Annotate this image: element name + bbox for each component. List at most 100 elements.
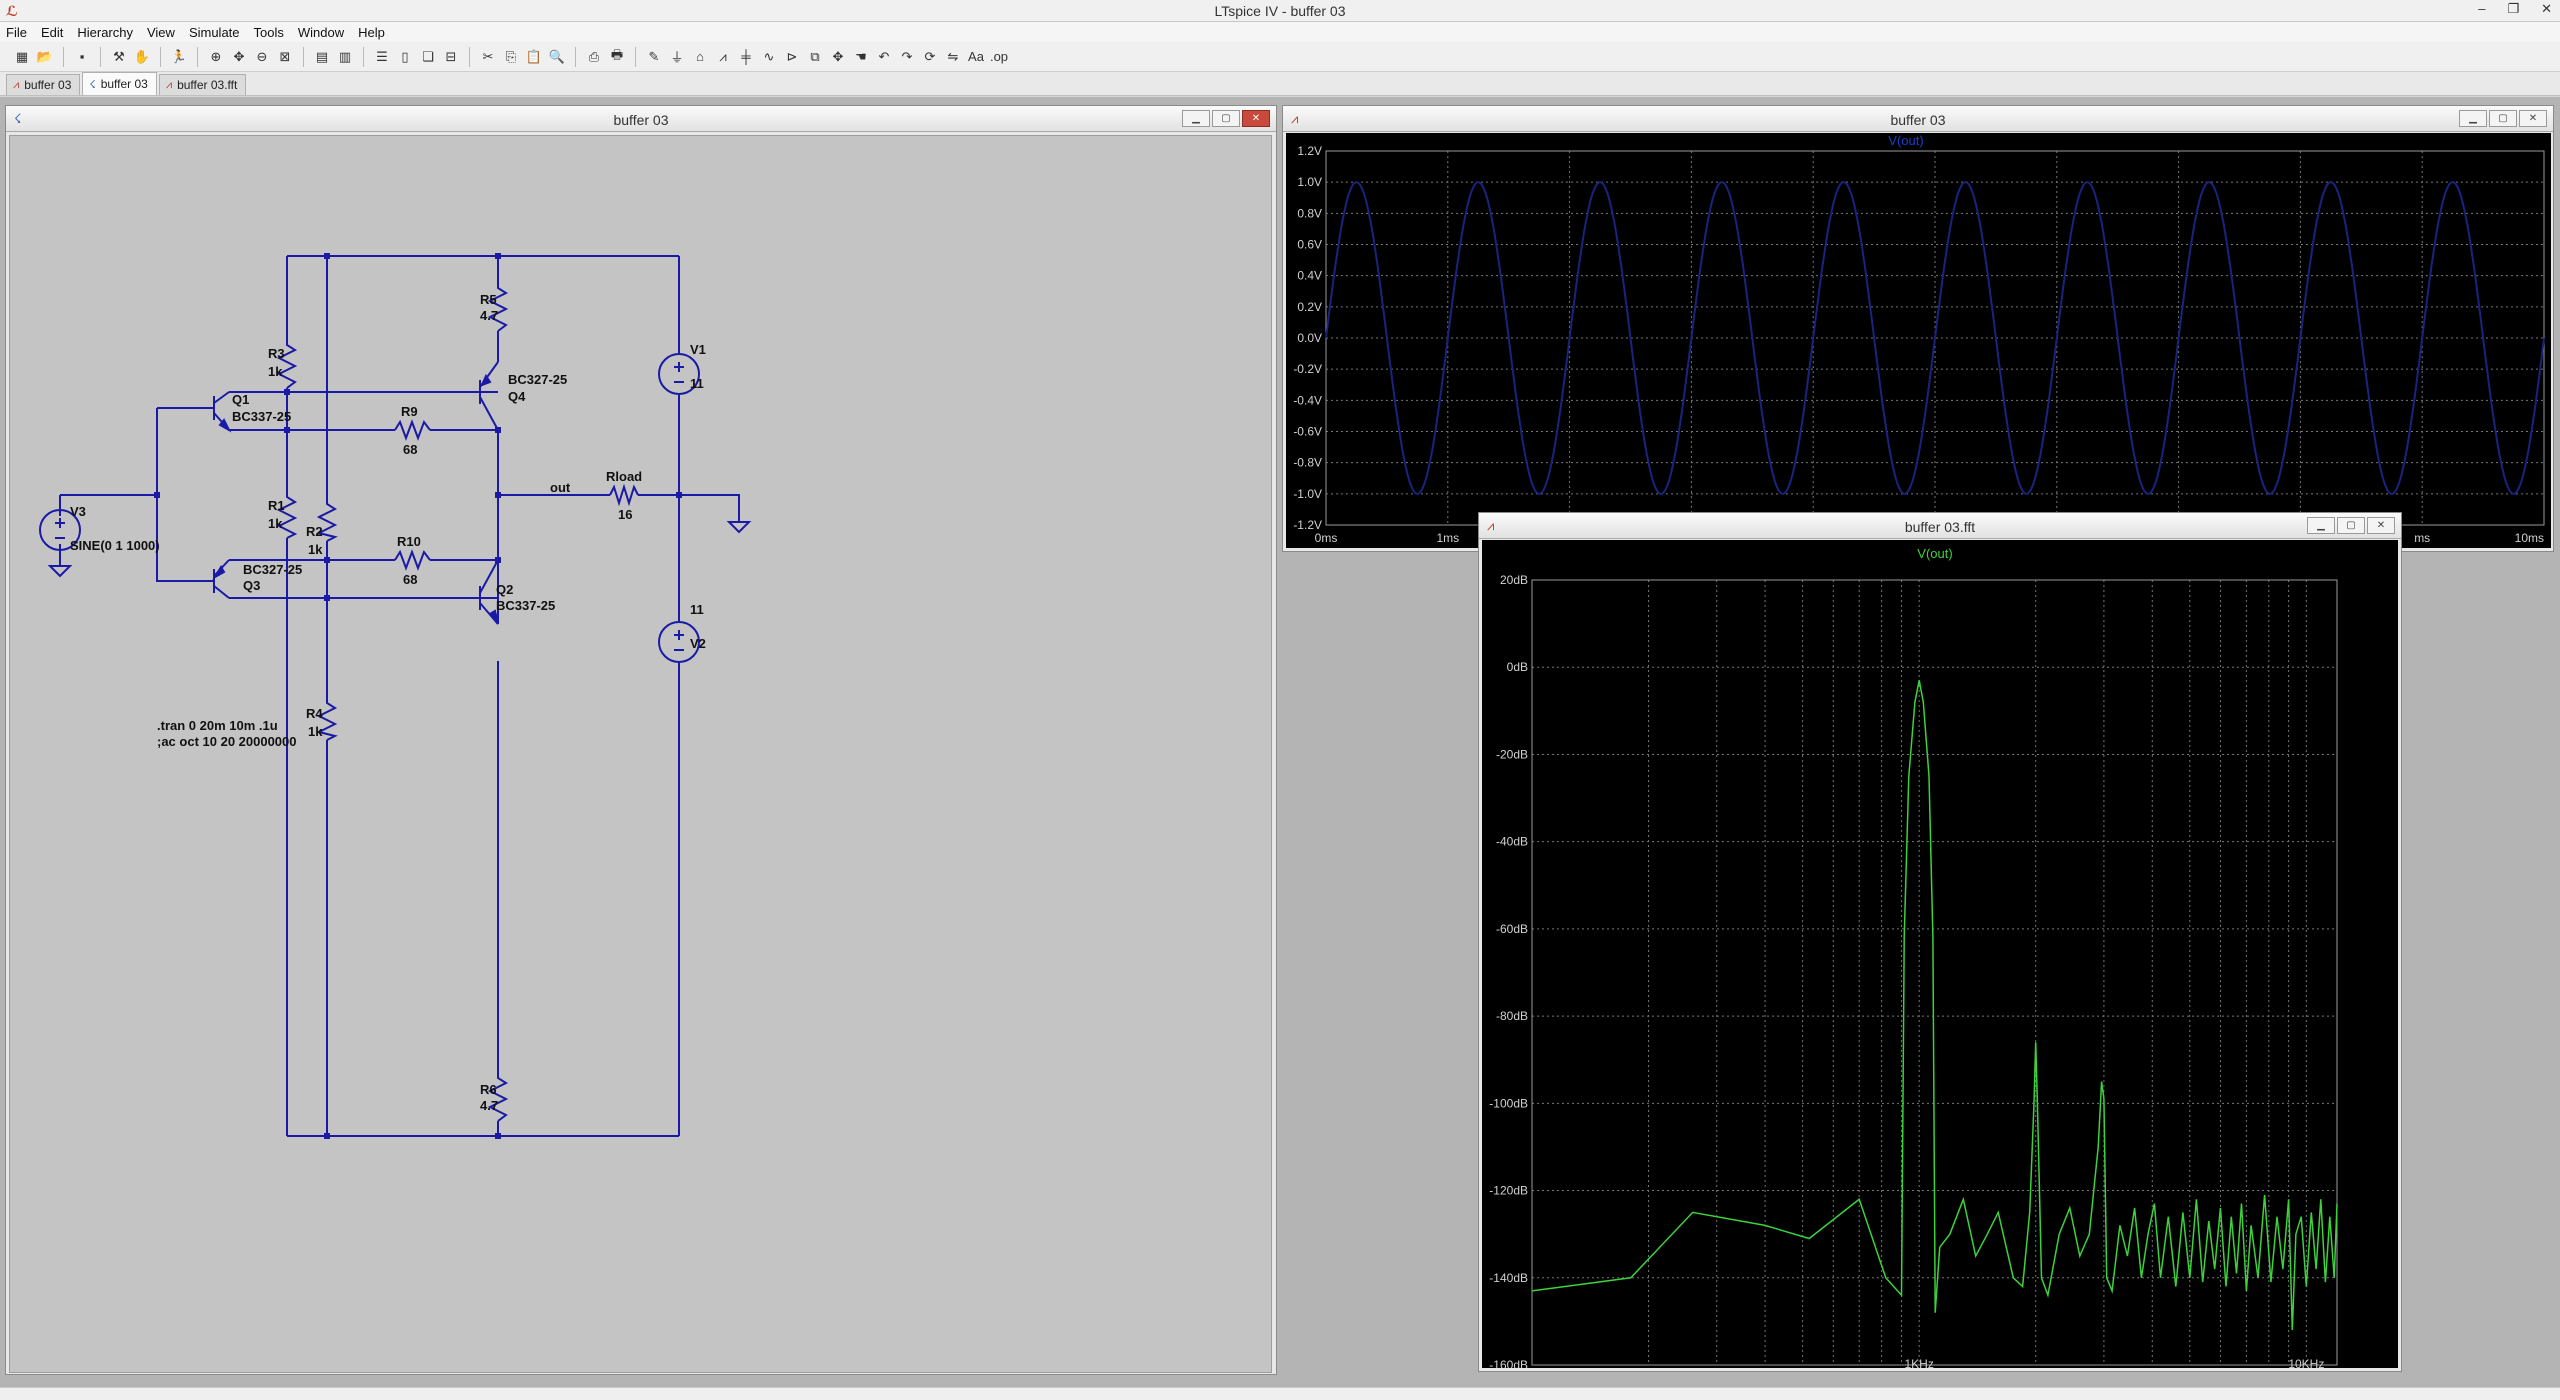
maximize-icon[interactable]: ▢ — [2489, 110, 2517, 127]
tab-buffer03-waveform[interactable]: ⩘ buffer 03 — [6, 74, 81, 95]
inductor-icon[interactable]: ∿ — [763, 48, 775, 64]
resistor-r4[interactable] — [316, 696, 338, 741]
capacitor-icon[interactable]: ╪ — [741, 49, 751, 64]
new-schematic-icon[interactable]: ▦ — [15, 48, 29, 64]
transistor-q3[interactable] — [212, 559, 230, 599]
close-icon[interactable]: ✕ — [2519, 110, 2547, 127]
menu-simulate[interactable]: Simulate — [188, 24, 240, 40]
label-r9: R9 — [401, 404, 418, 419]
rotate-icon[interactable]: ⟳ — [924, 48, 936, 64]
fft-window-titlebar[interactable]: ⩘ buffer 03.fft ▁ ▢ ✕ — [1479, 513, 2401, 539]
resistor-r6[interactable] — [487, 1071, 509, 1122]
trace-label-vout[interactable]: V(out) — [1888, 133, 1923, 148]
zoom-fit-icon[interactable]: ⊠ — [279, 48, 291, 64]
print-setup-icon[interactable]: ⎙ — [588, 48, 600, 64]
wire-input[interactable] — [156, 408, 214, 582]
voltage-source-v3[interactable] — [39, 509, 81, 551]
trace-label-vout[interactable]: V(out) — [1917, 546, 1952, 561]
maximize-icon[interactable]: ▢ — [1212, 110, 1240, 127]
autorange-icon[interactable]: ▤ — [315, 48, 329, 64]
minimize-icon[interactable]: ▁ — [1182, 110, 1210, 127]
drag-icon[interactable]: ☚ — [855, 48, 867, 64]
ground-icon[interactable] — [726, 521, 752, 534]
resistor-icon[interactable]: ⩘ — [719, 48, 727, 64]
resistor-r10[interactable] — [394, 549, 431, 571]
voltage-source-v1[interactable] — [658, 353, 700, 395]
open-icon[interactable]: 📂 — [36, 48, 54, 64]
menu-file[interactable]: File — [6, 24, 27, 40]
transistor-q1[interactable] — [201, 391, 287, 433]
cut-icon[interactable]: ✂ — [482, 48, 494, 64]
trace-vout[interactable] — [1325, 181, 2545, 495]
run-icon[interactable]: 🏃 — [170, 48, 188, 64]
close-icon[interactable]: ✕ — [2367, 517, 2395, 534]
menu-window[interactable]: Window — [297, 24, 345, 40]
find-icon[interactable]: 🔍 — [548, 48, 566, 64]
close-icon[interactable]: ✕ — [1242, 110, 1270, 127]
copy-icon[interactable]: ⎘ — [505, 48, 517, 64]
resistors — [276, 281, 639, 1122]
resistor-r3[interactable] — [276, 338, 298, 389]
schematic-window[interactable]: ☇ buffer 03 ▁ ▢ ✕ — [5, 105, 1277, 1375]
minimize-icon[interactable]: ▁ — [2459, 110, 2487, 127]
pan-icon[interactable]: ✥ — [233, 48, 245, 64]
tab-buffer03-schematic[interactable]: ☇ buffer 03 — [82, 72, 157, 95]
transistor-q2[interactable] — [450, 559, 499, 625]
resistor-r9[interactable] — [394, 419, 431, 441]
ground-icon[interactable]: ⏚ — [670, 50, 684, 65]
menu-edit[interactable]: Edit — [40, 24, 64, 40]
save-icon[interactable]: ▪ — [79, 49, 85, 64]
hand-icon[interactable]: ✋ — [133, 48, 151, 64]
tile-vertical-icon[interactable]: ▯ — [401, 48, 409, 64]
redo-icon[interactable]: ↷ — [901, 48, 913, 64]
spice-directive-tran[interactable]: .tran 0 20m 10m .1u — [157, 718, 278, 733]
close-window-icon[interactable]: ⊟ — [445, 48, 457, 64]
spice-directive-ac[interactable]: ;ac oct 10 20 20000000 — [157, 734, 297, 749]
ground-icon[interactable] — [47, 565, 73, 578]
draw-wire-icon[interactable]: ✎ — [648, 48, 660, 64]
restore-icon[interactable]: ❐ — [2507, 1, 2520, 16]
undo-icon[interactable]: ↶ — [878, 48, 890, 64]
menu-view[interactable]: View — [146, 24, 175, 40]
paste-icon[interactable]: 📋 — [525, 48, 543, 64]
resistor-r2[interactable] — [316, 497, 338, 542]
minimize-icon[interactable]: – — [2478, 1, 2486, 16]
waveform-window-titlebar[interactable]: ⩘ buffer 03 ▁ ▢ ✕ — [1283, 106, 2553, 132]
diode-icon[interactable]: ⊳ — [786, 48, 798, 64]
menu-help[interactable]: Help — [358, 24, 385, 40]
minimize-icon[interactable]: ▁ — [2307, 517, 2335, 534]
control-panel-icon[interactable]: ⚒ — [113, 48, 125, 64]
spice-directive-icon[interactable]: .op — [989, 49, 1009, 64]
transistor-q4[interactable] — [450, 361, 499, 431]
resistor-rload[interactable] — [609, 483, 639, 507]
schematic-window-titlebar[interactable]: ☇ buffer 03 ▁ ▢ ✕ — [6, 106, 1276, 132]
voltage-source-v2[interactable] — [658, 621, 700, 663]
label-r6-value: 4.7 — [480, 1098, 498, 1113]
autorange-y-icon[interactable]: ▥ — [338, 48, 352, 64]
resistor-r5[interactable] — [487, 281, 509, 332]
close-icon[interactable]: ✕ — [2541, 1, 2552, 16]
maximize-icon[interactable]: ▢ — [2337, 517, 2365, 534]
zoom-in-icon[interactable]: ⊕ — [210, 48, 222, 64]
label-net-icon[interactable]: ⌂ — [696, 49, 704, 64]
move-icon[interactable]: ✥ — [832, 48, 844, 64]
menu-hierarchy[interactable]: Hierarchy — [77, 24, 133, 40]
menu-tools[interactable]: Tools — [253, 24, 284, 40]
zoom-out-icon[interactable]: ⊖ — [256, 48, 268, 64]
tab-buffer03-fft[interactable]: ⩘ buffer 03.fft — [158, 74, 247, 95]
tile-horizontal-icon[interactable]: ☰ — [376, 48, 388, 64]
component-icon[interactable]: ⧉ — [810, 48, 820, 64]
wire-load-ground[interactable] — [679, 494, 740, 522]
trace-vout-fft[interactable] — [1531, 680, 2338, 1331]
cascade-icon[interactable]: ❏ — [422, 48, 434, 64]
text-icon[interactable]: Aa — [968, 49, 984, 64]
resistor-r1[interactable] — [276, 490, 298, 539]
print-icon[interactable]: 🖶 — [610, 46, 624, 62]
schematic-canvas[interactable]: R5 4.7 R3 1k R1 1k R2 1k R4 1k R6 4.7 R9… — [9, 135, 1272, 1373]
mirror-icon[interactable]: ⇋ — [947, 48, 959, 64]
mdi-workspace: ☇ buffer 03 ▁ ▢ ✕ — [0, 97, 2560, 1387]
